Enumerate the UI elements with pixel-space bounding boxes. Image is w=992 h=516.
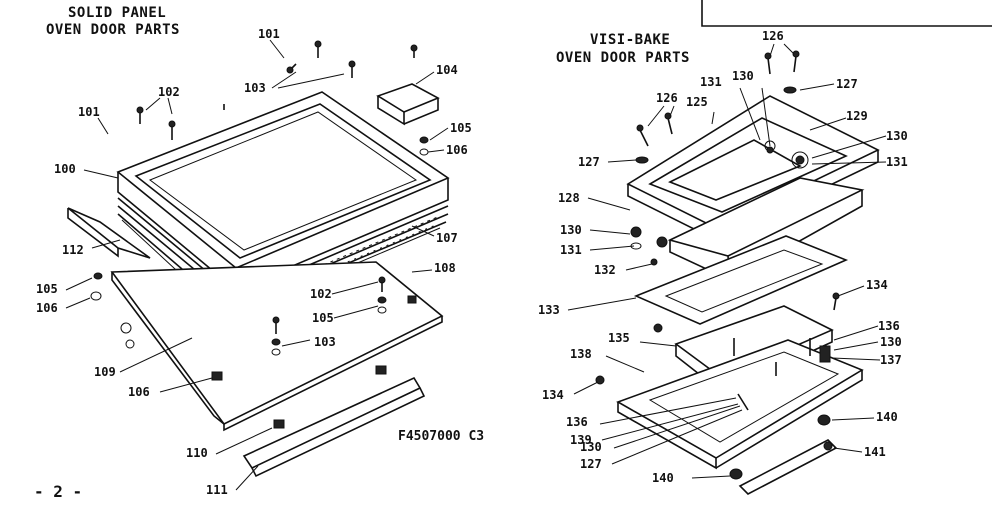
part-label-125: 125 <box>686 95 708 109</box>
solid-door-handle <box>242 376 426 478</box>
visibake-back-panel <box>616 339 864 470</box>
part-label-127-top: 127 <box>836 77 858 91</box>
part-label-131-top: 131 <box>700 75 722 89</box>
part-label-131-left: 131 <box>560 243 582 257</box>
part-label-136-right: 136 <box>878 319 900 333</box>
visibake-hardware <box>595 50 840 480</box>
part-label-103-top: 103 <box>244 81 266 95</box>
part-label-130-lower-right: 130 <box>880 335 902 349</box>
part-label-103-lower: 103 <box>314 335 336 349</box>
solid-panel-title: SOLID PANEL <box>68 5 167 21</box>
part-label-106-left: 106 <box>36 301 58 315</box>
part-label-134-right: 134 <box>866 278 888 292</box>
part-label-105-left: 105 <box>36 282 58 296</box>
part-label-101-top: 101 <box>258 27 280 41</box>
part-label-129: 129 <box>846 109 868 123</box>
part-label-108-right: 108 <box>434 261 456 275</box>
part-label-130-bottom: 130 <box>580 440 602 454</box>
corner-box <box>701 0 992 27</box>
part-label-128: 128 <box>558 191 580 205</box>
part-label-107: 107 <box>436 231 458 245</box>
part-label-138: 138 <box>570 347 592 361</box>
solid-door-screws <box>90 40 429 429</box>
part-label-135: 135 <box>608 331 630 345</box>
part-label-126-left: 126 <box>656 91 678 105</box>
solid-door-top-bracket <box>376 83 440 126</box>
part-label-139: 139 <box>570 433 592 447</box>
part-label-141: 141 <box>864 445 886 459</box>
visibake-glass-panel <box>633 235 849 325</box>
solid-door-leader-lines <box>65 39 449 491</box>
part-label-109: 109 <box>94 365 116 379</box>
figure-code: F4507000 C3 <box>398 429 485 444</box>
part-label-136-bottom: 136 <box>566 415 588 429</box>
part-label-132: 132 <box>594 263 616 277</box>
part-label-133: 133 <box>538 303 560 317</box>
visibake-handle <box>738 439 838 495</box>
part-label-104: 104 <box>436 63 458 77</box>
part-label-111: 111 <box>206 483 228 497</box>
part-label-112: 112 <box>62 243 84 257</box>
part-label-130-right: 130 <box>886 129 908 143</box>
page-number: - 2 - <box>34 482 83 501</box>
part-label-105-lower: 105 <box>312 311 334 325</box>
part-label-127-bottom: 127 <box>580 457 602 471</box>
solid-door-inner-panel <box>110 261 444 432</box>
part-label-134-left: 134 <box>542 388 564 402</box>
part-label-127-left: 127 <box>578 155 600 169</box>
solid-door-outer-panel <box>116 91 450 292</box>
visibake-title: VISI-BAKE <box>590 32 671 48</box>
part-label-126-top: 126 <box>762 29 784 43</box>
visibake-subtitle: OVEN DOOR PARTS <box>556 50 690 66</box>
part-label-110: 110 <box>186 446 208 460</box>
solid-door-hinge-bracket <box>67 207 151 259</box>
solid-panel-subtitle: OVEN DOOR PARTS <box>46 22 180 38</box>
part-label-131-right: 131 <box>886 155 908 169</box>
part-label-140-bottom: 140 <box>652 471 674 485</box>
part-label-105-upper: 105 <box>450 121 472 135</box>
part-label-102-lower: 102 <box>310 287 332 301</box>
part-label-101-left: 101 <box>78 105 100 119</box>
part-label-102-top: 102 <box>158 85 180 99</box>
visibake-leader-lines <box>567 43 887 479</box>
part-label-140-right: 140 <box>876 410 898 424</box>
part-label-106-lower: 106 <box>128 385 150 399</box>
part-label-130-top: 130 <box>732 69 754 83</box>
part-label-106-upper: 106 <box>446 143 468 157</box>
part-label-100: 100 <box>54 162 76 176</box>
part-label-130-left: 130 <box>560 223 582 237</box>
part-label-137: 137 <box>880 353 902 367</box>
